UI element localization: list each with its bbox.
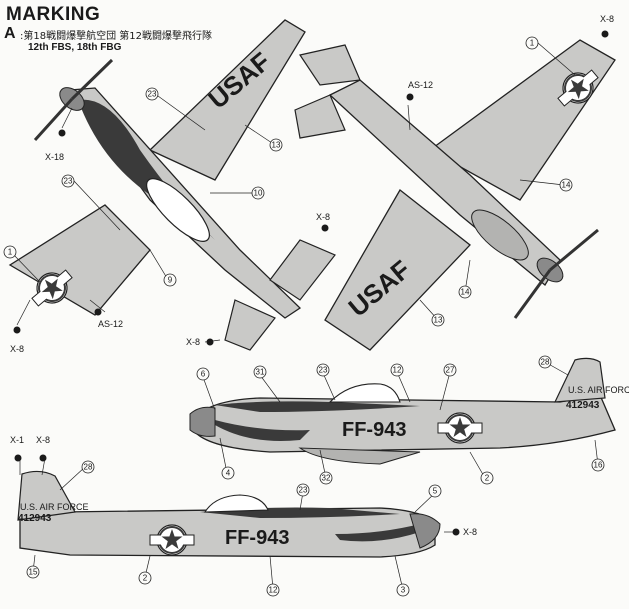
bottom-view-aircraft: USAF <box>294 39 616 351</box>
leader-lines <box>11 42 599 591</box>
paint-x18-label: X-18 <box>45 152 64 162</box>
callout-1-bottom: 1 <box>530 39 535 48</box>
callout-1-top: 1 <box>8 248 13 257</box>
paint-callouts: X-18 X-8 AS-12 X-8 AS-12 X-8 X-8 X-1 X-8… <box>10 14 614 537</box>
callout-14-wing: 14 <box>562 181 571 190</box>
top-view-aircraft: USAF <box>8 19 336 351</box>
left-side-view-aircraft: FF-943 412943 U.S. AIR FORCE <box>17 470 441 558</box>
paint-x8-fin-label: X-8 <box>36 435 50 445</box>
numbered-callouts: 23 13 10 23 1 9 1 14 14 13 6 31 23 12 27… <box>3 36 605 597</box>
callout-23-left: 23 <box>299 486 308 495</box>
callout-10: 10 <box>254 189 263 198</box>
paint-as12-bottom-label: AS-12 <box>408 80 433 90</box>
callout-23-right: 23 <box>319 366 328 375</box>
callout-16: 16 <box>594 461 603 470</box>
callout-15: 15 <box>29 568 38 577</box>
paint-as12-top-label: AS-12 <box>98 319 123 329</box>
callout-28-right: 28 <box>541 358 550 367</box>
callout-13-bottom: 13 <box>434 316 443 325</box>
left-fin-text: U.S. AIR FORCE <box>20 502 89 512</box>
callout-13-top: 13 <box>272 141 281 150</box>
callout-31: 31 <box>256 368 265 377</box>
callout-3: 3 <box>401 586 406 595</box>
paint-x8-tail-label: X-8 <box>316 212 330 222</box>
callout-12-left: 12 <box>269 586 278 595</box>
paint-x8-bottom-label: X-8 <box>600 14 614 24</box>
callout-32: 32 <box>322 474 331 483</box>
left-tail-serial: 412943 <box>18 513 52 524</box>
right-tail-serial: 412943 <box>566 400 600 411</box>
paint-x8-nose-label: X-8 <box>463 527 477 537</box>
callout-12-right: 12 <box>393 366 402 375</box>
callout-14-belly: 14 <box>461 288 470 297</box>
paint-x8-top-label: X-8 <box>10 344 24 354</box>
right-side-view-aircraft: FF-943 412943 U.S. AIR FORCE <box>189 357 629 465</box>
callout-4: 4 <box>226 469 231 478</box>
unit-caption-japanese: :第18戦闘爆撃航空団 第12戦闘爆撃飛行隊 <box>20 31 212 42</box>
right-buzz-number: FF-943 <box>342 419 406 441</box>
callout-6: 6 <box>201 370 206 379</box>
variant-letter: A <box>4 25 16 42</box>
unit-caption-english: 12th FBS, 18th FBG <box>28 42 122 53</box>
callout-28-left: 28 <box>84 463 93 472</box>
paint-x1-label: X-1 <box>10 435 24 445</box>
callout-9: 9 <box>168 276 173 285</box>
callout-23-top: 23 <box>148 90 157 99</box>
callout-5: 5 <box>433 487 438 496</box>
page-title: MARKING <box>6 4 101 25</box>
callout-27: 27 <box>446 366 455 375</box>
callout-23-wing: 23 <box>64 177 73 186</box>
paint-x8-side-label: X-8 <box>186 337 200 347</box>
callout-2-left: 2 <box>143 574 148 583</box>
left-buzz-number: FF-943 <box>225 527 289 549</box>
right-fin-text: U.S. AIR FORCE <box>568 385 629 395</box>
callout-2-right: 2 <box>485 474 490 483</box>
